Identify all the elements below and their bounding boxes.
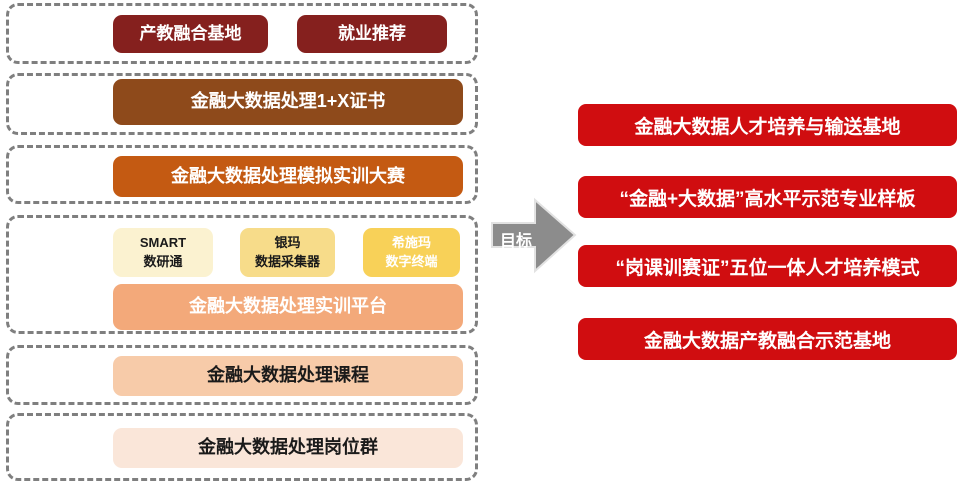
node-yinma-collector: 银玛 数据采集器 [240,228,335,277]
tool-line1: 希施玛 [391,235,431,251]
node-label: 产教融合基地 [139,23,242,43]
tool-line2: 数据采集器 [254,253,320,269]
goal-label: “金融+大数据”高水平示范专业样板 [619,188,916,210]
target-arrow-icon [491,197,577,274]
goal-label: 金融大数据产教融合示范基地 [643,330,891,352]
goal-training-model: “岗课训赛证”五位一体人才培养模式 [578,245,957,287]
tool-line1: 银玛 [274,235,301,251]
goal-demonstration-major: “金融+大数据”高水平示范专业样板 [578,176,957,218]
node-label: 金融大数据处理岗位群 [198,437,378,458]
node-industry-education-base: 产教融合基地 [113,15,268,53]
node-label: 金融大数据处理模拟实训大赛 [171,165,405,186]
goal-integration-base: 金融大数据产教融合示范基地 [578,318,957,360]
node-job-cluster: 金融大数据处理岗位群 [113,428,463,468]
goal-talent-base: 金融大数据人才培养与输送基地 [578,104,957,146]
tool-line2: 数字终端 [385,253,438,269]
node-simulation-competition: 金融大数据处理模拟实训大赛 [113,156,463,197]
node-label: 金融大数据处理课程 [207,365,369,386]
tool-line1: SMART [139,235,187,251]
goal-label: “岗课训赛证”五位一体人才培养模式 [615,257,920,279]
node-training-platform: 金融大数据处理实训平台 [113,284,463,330]
node-label: 金融大数据处理实训平台 [189,296,387,317]
target-arrow-label: 目标 [499,233,532,250]
goal-label: 金融大数据人才培养与输送基地 [634,116,901,138]
node-xishima-terminal: 希施玛 数字终端 [363,228,460,277]
node-1x-certificate: 金融大数据处理1+X证书 [113,79,463,125]
node-label: 金融大数据处理1+X证书 [190,91,386,112]
tool-line2: 数研通 [143,253,183,269]
node-employment-referral: 就业推荐 [297,15,447,53]
node-smart-data-tool: SMART 数研通 [113,228,213,277]
node-label: 就业推荐 [338,23,406,43]
node-courses: 金融大数据处理课程 [113,356,463,396]
